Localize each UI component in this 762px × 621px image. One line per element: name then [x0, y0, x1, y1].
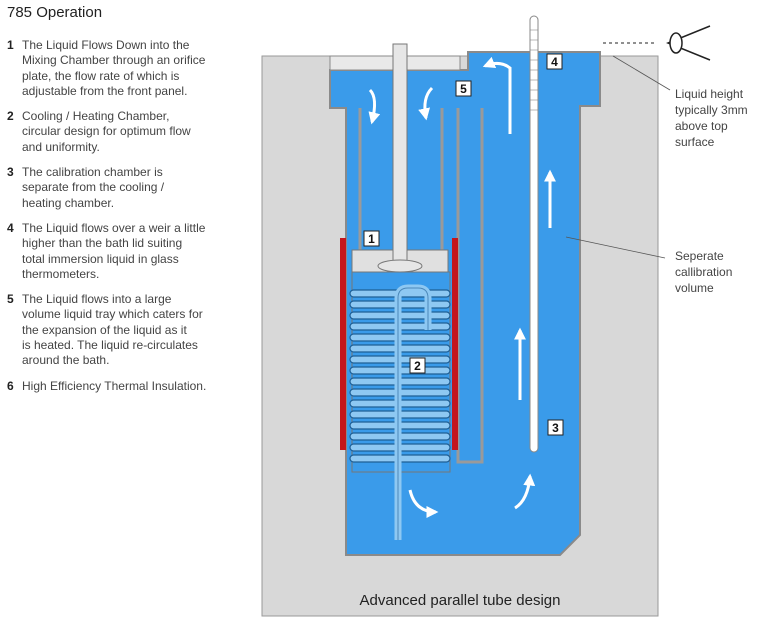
step-text: The Liquid flows into a large volume liq…	[22, 292, 203, 368]
stirrer-impeller	[377, 259, 423, 273]
heater-left	[340, 238, 346, 450]
step-item: 3 The calibration chamber is separate fro…	[7, 165, 243, 211]
thermometer-scale	[530, 29, 538, 111]
page-title: 785 Operation	[7, 4, 103, 21]
step-text: The calibration chamber is separate from…	[22, 165, 165, 210]
step-number: 5	[7, 292, 14, 307]
label-box-3: 3	[547, 419, 564, 436]
label-box-5: 5	[455, 80, 472, 97]
step-number: 1	[7, 38, 14, 52]
label-box-1: 1	[363, 230, 380, 247]
step-number: 6	[7, 378, 14, 393]
label-box-2: 2	[409, 357, 426, 374]
step-text: The Liquid flows over a weir a little hi…	[22, 220, 206, 281]
stirrer-shaft	[392, 43, 408, 267]
callout-separate-volume: Seperate callibration volume	[675, 249, 733, 295]
step-item: 2 Cooling / Heating Chamber, circular des…	[7, 109, 243, 155]
label-3: 3	[552, 421, 559, 435]
step-item: 5 The Liquid flows into a large volume li…	[7, 292, 243, 368]
step-number: 4	[7, 220, 14, 235]
label-box-4: 4	[546, 53, 563, 70]
coil-return-tube-outline	[397, 287, 429, 540]
step-item: 1 The Liquid Flows Down into the Mixing C…	[7, 38, 243, 99]
step-text: High Efficiency Thermal Insulation.	[22, 378, 207, 393]
arrow-down-mid	[418, 86, 434, 121]
eye-icon	[666, 25, 711, 61]
step-number: 3	[7, 165, 14, 180]
arrow-bottom-curve	[408, 489, 439, 518]
step-item: 6 High Efficiency Thermal Insulation.	[7, 379, 243, 394]
operation-steps: 1 The Liquid Flows Down into the Mixing C…	[7, 38, 243, 404]
flow-arrows	[368, 56, 556, 518]
label-5: 5	[460, 82, 467, 96]
arrow-down-left	[368, 88, 381, 125]
label-4: 4	[551, 55, 558, 69]
leader-liquid-height	[612, 55, 671, 91]
step-text: Cooling / Heating Chamber, circular desi…	[22, 109, 191, 154]
step-text: The Liquid Flows Down into the Mixing Ch…	[22, 38, 206, 98]
label-2: 2	[414, 359, 421, 373]
label-1: 1	[368, 232, 375, 246]
step-item: 4 The Liquid flows over a weir a little h…	[7, 221, 243, 282]
leader-separate-volume	[565, 236, 666, 259]
heater-right	[452, 238, 458, 450]
arrow-up-right	[514, 473, 536, 510]
arrow-up-weir	[482, 56, 512, 134]
callout-liquid-height: Liquid height typically 3mm above top su…	[675, 87, 748, 149]
diagram-caption: Advanced parallel tube design	[359, 592, 561, 609]
step-number: 2	[7, 109, 14, 124]
thermometer	[529, 15, 539, 453]
